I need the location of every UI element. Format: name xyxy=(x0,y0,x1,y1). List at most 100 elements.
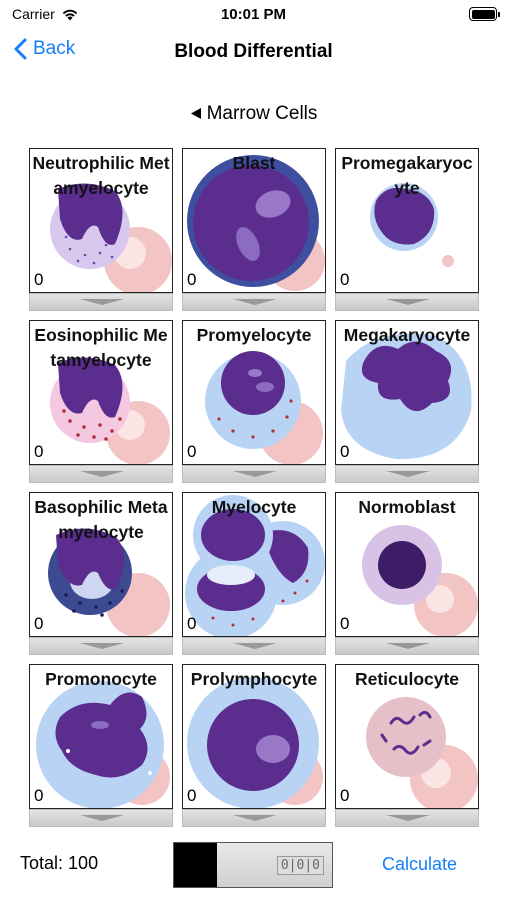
megakaryocyte-illustration xyxy=(341,333,472,460)
cell-button-promonocyte[interactable]: Promonocyte 0 xyxy=(29,664,173,829)
basophilic-metamyelocyte-illustration xyxy=(48,528,170,636)
cell-count: 0 xyxy=(34,442,44,461)
total-label: Total: xyxy=(20,853,64,873)
cell-name: Neutrophilic Metamyelocyte xyxy=(32,153,170,198)
section-label: Marrow Cells xyxy=(206,103,318,124)
myelocyte-illustration xyxy=(185,495,325,636)
clock: 10:01 PM xyxy=(220,6,287,23)
decrement-stepper[interactable] xyxy=(335,809,479,827)
cell-button-basophilic-metamyelocyte[interactable]: Basophilic Metamyelocyte 0 xyxy=(29,492,173,657)
total-value: 100 xyxy=(68,853,99,873)
chevron-down-icon xyxy=(80,299,124,305)
cell-tile[interactable]: Blast 0 xyxy=(182,148,326,293)
battery-icon xyxy=(469,7,500,21)
cell-button-blast[interactable]: Blast 0 xyxy=(182,148,326,313)
chevron-down-icon xyxy=(233,299,277,305)
total-readout: Total: 100 xyxy=(20,853,98,874)
cell-tile[interactable]: Neutrophilic Metamyelocyte 0 xyxy=(29,148,173,293)
back-button[interactable]: Back xyxy=(14,38,75,60)
cell-count: 0 xyxy=(34,786,44,805)
decrement-stepper[interactable] xyxy=(335,293,479,311)
cell-name: Prolymphocyte xyxy=(190,669,318,689)
counter-digits: 0|0|0 xyxy=(276,856,324,875)
carrier-label: Carrier xyxy=(12,6,55,22)
progress-fill xyxy=(174,843,217,887)
cell-name: Normoblast xyxy=(358,497,456,517)
cell-count: 0 xyxy=(187,442,197,461)
promonocyte-illustration xyxy=(36,681,170,808)
cell-name: Reticulocyte xyxy=(354,669,460,689)
cell-count: 0 xyxy=(340,270,350,289)
chevron-down-icon xyxy=(386,815,430,821)
cell-grid: Neutrophilic Metamyelocyte 0 Blast 0 xyxy=(29,148,479,829)
cell-button-normoblast[interactable]: Normoblast 0 xyxy=(335,492,479,657)
cell-tile[interactable]: Basophilic Metamyelocyte 0 xyxy=(29,492,173,637)
decrement-stepper[interactable] xyxy=(182,293,326,311)
cell-tile[interactable]: Megakaryocyte 0 xyxy=(335,320,479,465)
chevron-down-icon xyxy=(80,471,124,477)
cell-name: Promyelocyte xyxy=(196,325,312,345)
calculate-button[interactable]: Calculate xyxy=(382,854,458,874)
decrement-stepper[interactable] xyxy=(29,293,173,311)
blast-illustration xyxy=(187,155,325,291)
decrement-stepper[interactable] xyxy=(335,637,479,655)
eosinophilic-metamyelocyte-illustration xyxy=(50,357,170,464)
chevron-down-icon xyxy=(233,643,277,649)
chevron-down-icon xyxy=(80,643,124,649)
cell-tile[interactable]: Reticulocyte 0 xyxy=(335,664,479,809)
cell-tile[interactable]: Myelocyte 0 xyxy=(182,492,326,637)
chevron-down-icon xyxy=(386,643,430,649)
cell-button-neutrophilic-metamyelocyte[interactable]: Neutrophilic Metamyelocyte 0 xyxy=(29,148,173,313)
section-selector[interactable]: Marrow Cells xyxy=(0,103,507,125)
cell-count: 0 xyxy=(187,270,197,289)
decrement-stepper[interactable] xyxy=(29,637,173,655)
cell-count: 0 xyxy=(187,786,197,805)
status-bar: Carrier 10:01 PM xyxy=(0,0,507,30)
chevron-down-icon xyxy=(233,815,277,821)
chevron-down-icon xyxy=(233,471,277,477)
cell-name: Promegakaryocyte xyxy=(341,153,473,198)
chevron-down-icon xyxy=(386,299,430,305)
cell-name: Blast xyxy=(232,153,276,173)
cell-tile[interactable]: Eosinophilic Metamyelocyte 0 xyxy=(29,320,173,465)
promyelocyte-illustration xyxy=(205,351,323,464)
wifi-icon xyxy=(62,9,77,20)
cell-count: 0 xyxy=(340,786,350,805)
cell-button-promegakaryocyte[interactable]: Promegakaryocyte 0 xyxy=(335,148,479,313)
section-toggle[interactable]: Marrow Cells xyxy=(190,103,318,124)
reticulocyte-illustration xyxy=(366,697,478,808)
promegakaryocyte-illustration xyxy=(370,183,454,267)
count-progress-bar: 0|0|0 xyxy=(173,842,333,888)
neutrophilic-metamyelocyte-illustration xyxy=(50,183,172,292)
decrement-stepper[interactable] xyxy=(182,465,326,483)
decrement-stepper[interactable] xyxy=(29,465,173,483)
cell-button-megakaryocyte[interactable]: Megakaryocyte 0 xyxy=(335,320,479,485)
cell-tile[interactable]: Normoblast 0 xyxy=(335,492,479,637)
cell-button-promyelocyte[interactable]: Promyelocyte 0 xyxy=(182,320,326,485)
decrement-stepper[interactable] xyxy=(335,465,479,483)
cell-name: Megakaryocyte xyxy=(343,325,471,345)
cell-count: 0 xyxy=(340,614,350,633)
cell-tile[interactable]: Promegakaryocyte 0 xyxy=(335,148,479,293)
cell-tile[interactable]: Promonocyte 0 xyxy=(29,664,173,809)
decrement-stepper[interactable] xyxy=(29,809,173,827)
cell-button-myelocyte[interactable]: Myelocyte 0 xyxy=(182,492,326,657)
cell-button-prolymphocyte[interactable]: Prolymphocyte 0 xyxy=(182,664,326,829)
cell-count: 0 xyxy=(187,614,197,633)
cell-button-reticulocyte[interactable]: Reticulocyte 0 xyxy=(335,664,479,829)
footer-bar: Total: 100 0|0|0 Calculate xyxy=(0,840,507,892)
decrement-stepper[interactable] xyxy=(182,809,326,827)
cell-button-eosinophilic-metamyelocyte[interactable]: Eosinophilic Metamyelocyte 0 xyxy=(29,320,173,485)
carrier-indicator: Carrier xyxy=(12,6,79,22)
cell-name: Basophilic Metamyelocyte xyxy=(34,497,168,542)
cell-count: 0 xyxy=(34,270,44,289)
cell-tile[interactable]: Promyelocyte 0 xyxy=(182,320,326,465)
decrement-stepper[interactable] xyxy=(182,637,326,655)
cell-name: Eosinophilic Metamyelocyte xyxy=(34,325,168,370)
cell-tile[interactable]: Prolymphocyte 0 xyxy=(182,664,326,809)
chevron-left-icon xyxy=(14,38,27,60)
normoblast-illustration xyxy=(362,525,478,636)
triangle-left-icon xyxy=(190,108,201,119)
cell-count: 0 xyxy=(34,614,44,633)
chevron-down-icon xyxy=(80,815,124,821)
